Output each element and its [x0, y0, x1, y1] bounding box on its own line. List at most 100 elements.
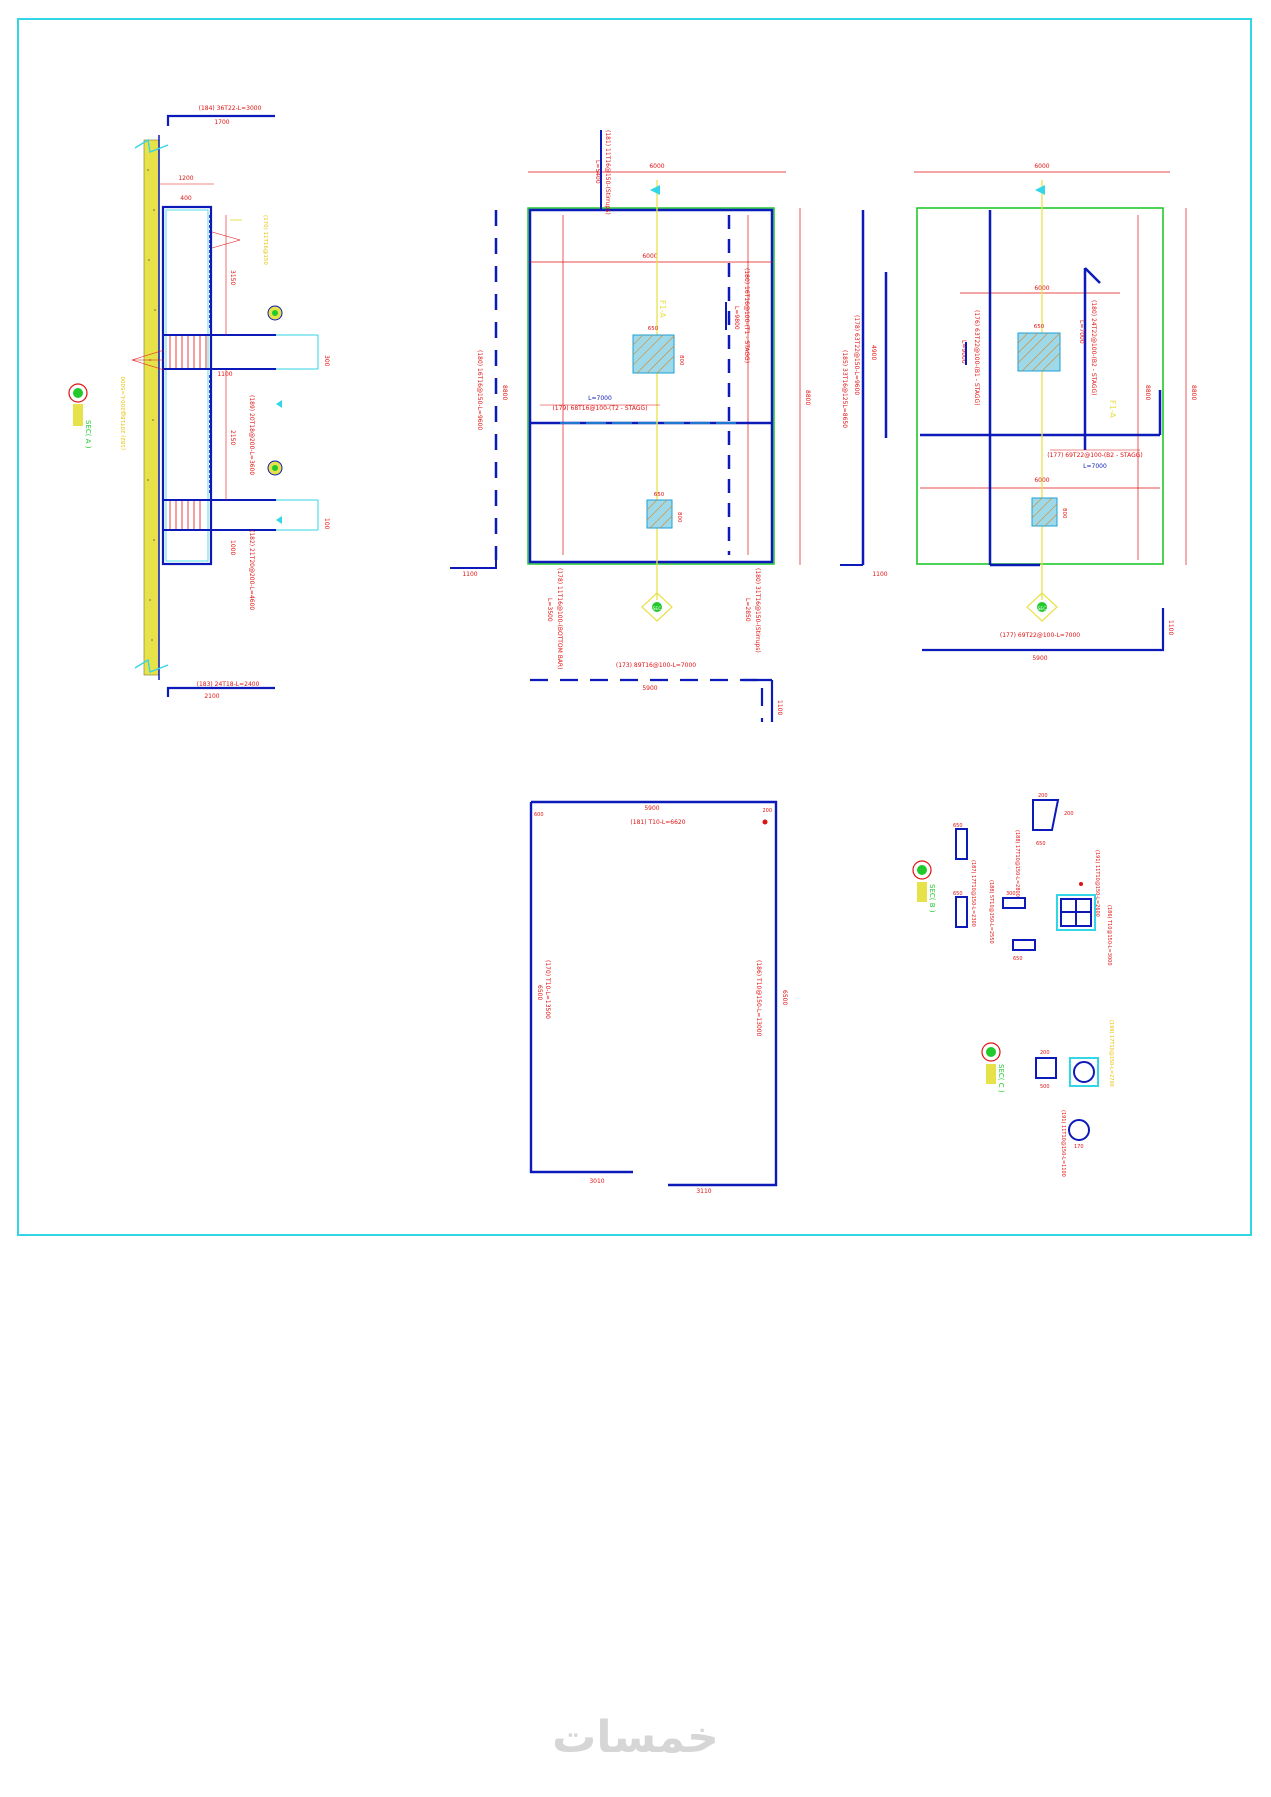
plan-3-top-bar: (181) T10-L=6620: [630, 819, 685, 826]
plan-1-width-dim: 6000: [649, 163, 664, 170]
plan-3-left-dim: 6500: [536, 985, 543, 1000]
section-a-top-len: 1700: [214, 119, 229, 126]
soil-strip: [143, 139, 160, 676]
plan-1-left-dim: 1100: [462, 571, 477, 578]
plan-1-inner-dim: 6000: [642, 253, 657, 260]
plan-3-right-dim: 6500: [781, 990, 788, 1005]
plan-1-bar-bottom-left: (178) 11T16@100-(BOTTOM BAR): [556, 568, 563, 669]
plan-1-column-top: [632, 334, 675, 374]
sheet-frame: [17, 18, 1252, 1236]
svg-text:(182) 20T18@200-L=5000: (182) 20T18@200-L=5000: [121, 376, 127, 450]
section-a-bottom-bar: (183) 24T18-L=2400: [197, 681, 260, 688]
section-c-cage: [1069, 1057, 1099, 1087]
plan-2-bar-lower-len: L=7000: [1083, 463, 1107, 470]
plan-2-dim-4900: 4900: [870, 345, 877, 360]
plan-2-bar-mid-len: L=9000: [960, 340, 967, 364]
section-b-dim-c: 300: [1006, 891, 1016, 897]
plan-2-width-dim: 6000: [1034, 163, 1049, 170]
plan-2-left-dim: 1100: [872, 571, 887, 578]
plan-1-bottom-len: 5900: [642, 685, 657, 692]
section-a-view: (184) 36T22-L=3000 1700 1200 30: [68, 105, 330, 700]
plan-2-bar-mid: (176) 63T22@100-(B1 - STAGG): [973, 310, 980, 406]
plan-1-bar-right-a: (180) 16T16@100-(T1 - STAGG): [743, 268, 750, 363]
plan-1-bar-bottom-right-len: L=2850: [744, 598, 751, 622]
section-b-label-group: SEC( B ): [912, 860, 936, 913]
plan-2-bar-left-2: (185) 33T16@125L=8650: [841, 350, 848, 428]
plan-2-marker: F1-A: [1108, 400, 1117, 418]
plan-1-bar-mid: (179) 68T16@100-(T2 - STAGG): [552, 405, 647, 412]
plan-1-bar-top: (181) 11T16@150-(Stirrups): [604, 130, 611, 215]
plan-2-col-dim-b: 800: [1061, 508, 1067, 519]
section-b-dim-b: 650: [953, 891, 963, 897]
plan-2-column-bottom: [1031, 497, 1058, 527]
section-b-cage: [1056, 894, 1096, 931]
plan-3-top-dim: 5900: [644, 805, 659, 812]
section-b-note-d: (191) 11T10@150-L=2600: [1094, 850, 1100, 917]
plan-3-view: 5900 (181) T10-L=6620 600 200 (170) T10-…: [529, 800, 788, 1195]
plan-2-side-dim: 8800: [1144, 385, 1151, 400]
section-a-bottom-len: 2100: [204, 693, 219, 700]
plan-2-col-dim-a: 650: [1034, 324, 1045, 330]
dim-2150: 2150: [229, 430, 236, 445]
dim-1200: 1200: [178, 175, 193, 182]
svg-text:SEC: SEC: [653, 606, 662, 612]
plan-1-marker: F1-A: [658, 300, 667, 318]
plan-2-bar-right: (180) 24T22@100-(B2 - STAGG): [1090, 300, 1097, 396]
plan-1-bar-mid-len: L=7000: [588, 395, 612, 402]
plan-1-section-tag: SEC: [641, 592, 673, 622]
plan-2-section-tag: SEC: [1026, 592, 1058, 622]
plan-3-left-bar: (170) T10-L=13500: [544, 960, 551, 1019]
section-b-note-b: (187) 17T10@150-L=2300: [970, 860, 976, 927]
plan-2-bottom-bar: (177) 69T22@100-L=7000: [1000, 632, 1080, 639]
plan-2-column-top: [1017, 332, 1061, 372]
section-b-dim-g: 200: [1064, 811, 1074, 817]
plan-1-col-dim-d: 800: [676, 512, 682, 523]
plan-1-col-dim-b: 800: [678, 355, 684, 366]
plan-1-col-dim-c: 650: [654, 492, 665, 498]
plan-2-height-dim: 8800: [1190, 385, 1197, 400]
plan-2-bottom-hook: 1100: [1167, 620, 1174, 635]
plan-1-side-dim: 8800: [501, 385, 508, 400]
plan-2-bar-right-len: L=7000: [1078, 320, 1085, 344]
plan-1-height-dim: 8800: [804, 390, 811, 405]
section-c-note-a: (199) 17T10@150-L=2700: [1108, 1020, 1114, 1087]
section-b-dim-e: 650: [1036, 841, 1046, 847]
plan-1-bar-left: (180) 16T16@150-L=9600: [476, 350, 483, 430]
section-c-label-group: SEC( C ): [981, 1042, 1005, 1093]
section-b-note-a: (188) 17T10@150-L=2800: [1014, 830, 1020, 897]
plan-1-bottom-bar: (173) 89T16@100-L=7000: [616, 662, 696, 669]
plan-2-bar-lower: (177) 69T22@100-(B2 - STAGG): [1047, 452, 1143, 459]
dim-400: 400: [180, 195, 192, 202]
section-b-dim-f: 200: [1038, 793, 1048, 799]
section-a-label: SEC( A ): [84, 420, 92, 449]
section-a-side-bar-2: (182) 21T20@200-L=4600: [248, 530, 255, 610]
section-a-tag-bottom: [267, 460, 283, 476]
plan-3-right-bar: (186) T10@150-L=13000: [755, 960, 762, 1037]
section-b-note-c: (188) 5T10@150-L=2550: [988, 880, 994, 944]
section-b-view: SEC( B ) 650 650 300 650 650 200 200 (18…: [912, 793, 1112, 966]
dim-1100: 1100: [217, 371, 232, 378]
section-a-note-top: (170) 11T16@150: [262, 215, 268, 265]
plan-3-corner-a: 600: [534, 812, 544, 818]
dim-3150: 3150: [229, 270, 236, 285]
plan-1-footing: [528, 208, 774, 564]
plan-2-bottom-len: 5900: [1032, 655, 1047, 662]
section-a-top-bar: (184) 36T22-L=3000: [199, 105, 262, 112]
dim-100: 100: [323, 518, 330, 530]
plan-3-bar-shape: [529, 820, 633, 1174]
dim-1000: 1000: [229, 540, 236, 555]
plan-1-bar-right-a-len: L=9800: [733, 306, 740, 330]
plan-1-column-bottom: [646, 499, 673, 529]
svg-text:SEC: SEC: [1038, 606, 1047, 612]
section-c-note-b: (191) 11T10@150-L=1100: [1060, 1110, 1066, 1177]
plan-1-view: 6000 8800 6000 1100 650 800: [450, 130, 811, 722]
wall-outline: [161, 205, 213, 566]
plan-1-bar-bottom-left-len: L=3500: [546, 598, 553, 622]
section-c-label: SEC( C ): [997, 1064, 1005, 1093]
section-c-dim-170: 170: [1074, 1144, 1084, 1150]
section-c-dim-500: 500: [1040, 1084, 1050, 1090]
plan-1-bottom-hook: 1100: [776, 700, 783, 715]
section-b-label: SEC( B ): [928, 884, 936, 913]
section-b-dim-d: 650: [1013, 956, 1023, 962]
